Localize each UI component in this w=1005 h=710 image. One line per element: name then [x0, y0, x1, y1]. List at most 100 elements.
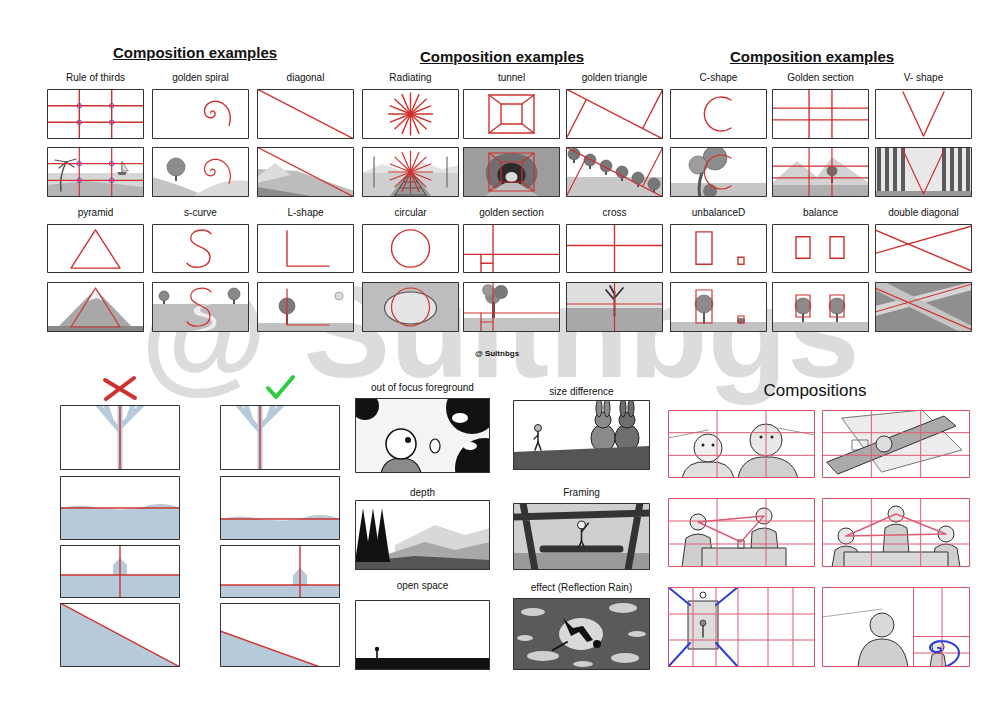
sun [335, 292, 343, 300]
example-label: golden spiral [152, 71, 249, 84]
guide-line [489, 153, 501, 162]
frame-ground [152, 282, 249, 332]
storyboard-frame [668, 498, 815, 567]
figure [700, 620, 706, 626]
composition-frame [463, 89, 560, 139]
composition-frame [463, 282, 560, 332]
composition-example: diagonal [257, 71, 354, 197]
tree-trunk [950, 147, 954, 197]
guide-shape [392, 230, 430, 267]
grid-line [716, 587, 717, 667]
guide-shape [696, 232, 712, 264]
palm-leaf [66, 162, 74, 167]
slope [220, 631, 320, 667]
grid-line [668, 640, 815, 641]
storyboard-frame [822, 587, 970, 670]
guide-shape [738, 316, 744, 323]
grid-line [920, 498, 921, 567]
example-frame [220, 476, 340, 540]
figure-reflection [553, 642, 567, 650]
frame-content [668, 498, 815, 567]
small-figure [538, 442, 541, 450]
guide-line [411, 114, 427, 129]
frame-border [773, 148, 869, 197]
composition-example: V- shape [875, 71, 972, 197]
section-heading: Composition examples [730, 48, 894, 65]
puddle [573, 661, 593, 667]
frame-border [876, 225, 972, 273]
frame-border [363, 283, 459, 332]
guide-line [522, 153, 534, 162]
guide-shape [71, 288, 120, 327]
sketch-shape [760, 436, 763, 439]
frame-content [822, 410, 970, 478]
frame-ground [772, 282, 869, 332]
frame-ground [362, 224, 459, 273]
frame-ground [220, 545, 340, 598]
frame-ground [60, 545, 180, 598]
example-frame [513, 400, 650, 470]
sketch-shape [463, 442, 477, 450]
guide-line [772, 166, 869, 167]
composition-frame [152, 147, 249, 197]
sketch-shape [257, 187, 317, 197]
frame-content [220, 515, 340, 540]
frame-border [61, 406, 180, 470]
frame-ground [566, 224, 663, 273]
composition-frame [670, 282, 767, 332]
frame-content [668, 410, 815, 478]
character-body [381, 458, 421, 473]
frame-content [71, 230, 120, 268]
frame-ground [463, 282, 560, 332]
frame-content [875, 147, 972, 197]
frame-ground [875, 147, 972, 197]
guide-shape [738, 257, 744, 264]
composition-frame [257, 147, 354, 197]
frame-ground [822, 587, 970, 667]
smoke [482, 284, 494, 296]
grid-line [668, 455, 815, 456]
figure-reflection [563, 618, 593, 642]
composition-triangle [698, 516, 764, 542]
example-frame [355, 500, 490, 570]
example-frame [355, 600, 490, 670]
guide-line [389, 113, 411, 114]
guide-line [402, 95, 410, 114]
sketch-shape [257, 163, 291, 183]
frame-ground [60, 476, 180, 540]
frame-border [567, 283, 663, 332]
guide-line [772, 107, 869, 108]
example-frame [220, 405, 340, 470]
frame-ground [668, 410, 815, 478]
guide-line [411, 157, 427, 172]
guide-shape [71, 230, 120, 268]
tree-trunk [901, 147, 905, 197]
frame-content [670, 147, 767, 197]
land [220, 585, 340, 598]
composition-frame [152, 224, 249, 273]
example-label: golden section [463, 206, 560, 219]
composition-example: unbalanceD [670, 206, 767, 332]
frame-border [671, 225, 767, 273]
pole [447, 157, 448, 187]
example-frame [220, 545, 340, 598]
frame-ground [257, 147, 354, 197]
frame-ground [772, 89, 869, 139]
composition-example: Rule of thirds [47, 71, 144, 197]
frame-content [47, 147, 144, 197]
guide-line [411, 172, 419, 191]
frame-border [876, 148, 972, 197]
example-label: circular [362, 206, 459, 219]
composition-example: pyramid [47, 206, 144, 332]
pine-tree [374, 508, 390, 562]
frame-border [671, 90, 767, 139]
frame-border [671, 148, 767, 197]
sketch-shape [362, 173, 459, 197]
grid-line [668, 544, 815, 545]
frame-border [356, 501, 490, 570]
guide-shape [796, 295, 810, 317]
frame-ground [566, 89, 663, 139]
guide-line [489, 95, 501, 104]
room-edge [778, 428, 815, 435]
frame-ground [220, 405, 340, 470]
